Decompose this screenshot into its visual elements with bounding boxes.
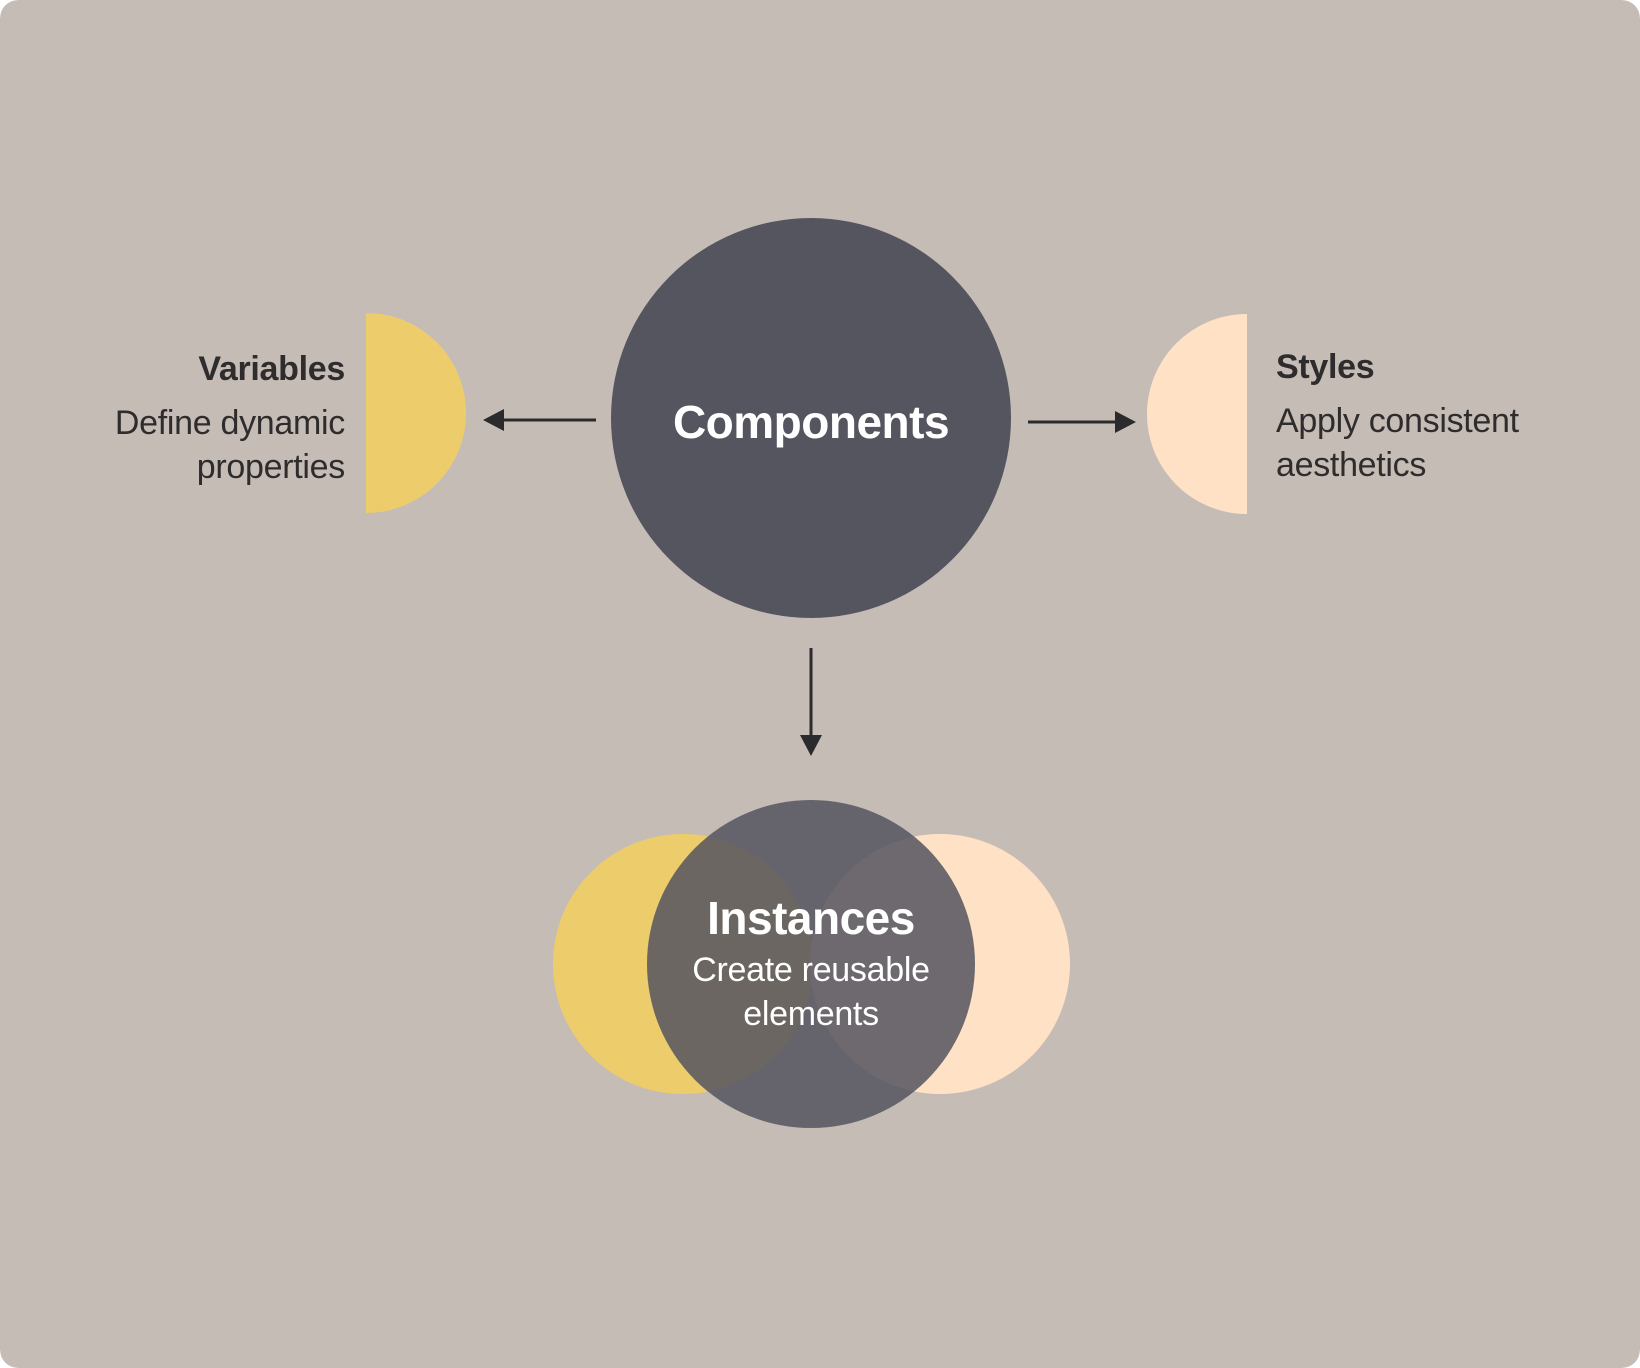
styles-description: Apply consistent aesthetics bbox=[1276, 402, 1519, 484]
components-title: Components bbox=[672, 396, 950, 448]
styles-label: Styles Apply consistent aesthetics bbox=[1276, 347, 1616, 487]
components-circle bbox=[611, 218, 1011, 618]
instances-description: Create reusable elements bbox=[692, 951, 930, 1033]
variables-label: Variables Define dynamic properties bbox=[45, 349, 345, 489]
arrow-to-variables bbox=[483, 409, 596, 431]
variables-title: Variables bbox=[198, 350, 345, 388]
variables-description: Define dynamic properties bbox=[114, 404, 345, 486]
instances-cluster bbox=[553, 800, 1070, 1128]
arrow-to-styles bbox=[1028, 411, 1136, 433]
variables-half-circle bbox=[366, 313, 466, 513]
instances-dark-circle bbox=[647, 800, 975, 1128]
instances-label: Instances Create reusable elements bbox=[611, 888, 1011, 1036]
arrow-to-instances bbox=[800, 648, 822, 756]
styles-title: Styles bbox=[1276, 348, 1375, 386]
instances-title: Instances bbox=[707, 892, 915, 944]
styles-half-circle bbox=[1147, 314, 1247, 514]
